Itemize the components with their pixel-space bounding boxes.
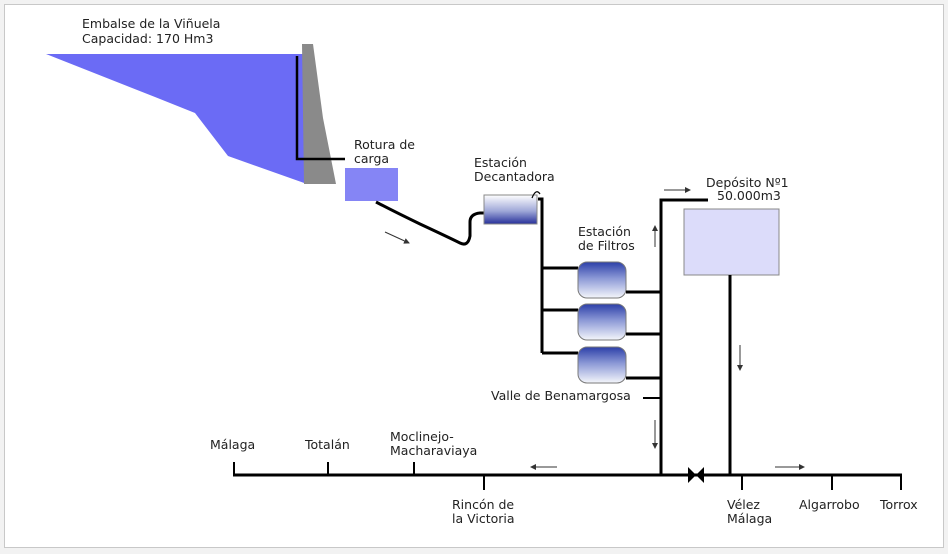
filter-unit-1 [577, 261, 627, 299]
rotura-label-line1: Rotura de [354, 137, 415, 152]
filtros-label-line2: de Filtros [578, 238, 635, 253]
town-rincon-line2: la Victoria [452, 511, 515, 526]
reservoir-title: Embalse de la Viñuela [82, 16, 220, 31]
town-malaga: Málaga [210, 437, 255, 452]
town-torrox: Torrox [879, 497, 918, 512]
decantadora-label-line1: Estación [474, 155, 527, 170]
town-velez-line2: Málaga [727, 511, 772, 526]
flow-arrow-1 [384, 231, 410, 244]
town-totalan: Totalán [304, 437, 350, 452]
dam [302, 44, 336, 184]
filter-unit-3 [577, 346, 627, 384]
settling-tank [483, 194, 538, 225]
valve-icon [688, 467, 704, 483]
reservoir-water [46, 54, 307, 184]
settling-tank-outlet [531, 191, 541, 199]
intake-pipe [295, 56, 345, 161]
storage-deposit [683, 208, 780, 276]
town-rincon-line1: Rincón de [452, 497, 514, 512]
decantadora-label-line2: Decantadora [474, 169, 555, 184]
town-velez-line1: Vélez [727, 497, 760, 512]
valle-label: Valle de Benamargosa [491, 388, 631, 403]
rotura-label-line2: carga [354, 151, 389, 166]
town-algarrobo: Algarrobo [799, 497, 860, 512]
filter-unit-2 [577, 303, 627, 341]
reservoir-capacity: Capacidad: 170 Hm3 [82, 31, 213, 46]
break-pressure-tank [345, 168, 398, 201]
pipe-rotura-decantadora [375, 200, 484, 246]
town-moclinejo-line2: Macharaviaya [390, 443, 477, 458]
deposito-label-line2: 50.000m3 [717, 188, 781, 203]
town-moclinejo-line1: Moclinejo- [390, 429, 454, 444]
pipe-decantadora-filtros [538, 197, 544, 353]
deposito-label-line1: Depósito Nº1 [706, 175, 789, 190]
filtros-label-line1: Estación [578, 224, 631, 239]
main-riser [659, 198, 708, 475]
